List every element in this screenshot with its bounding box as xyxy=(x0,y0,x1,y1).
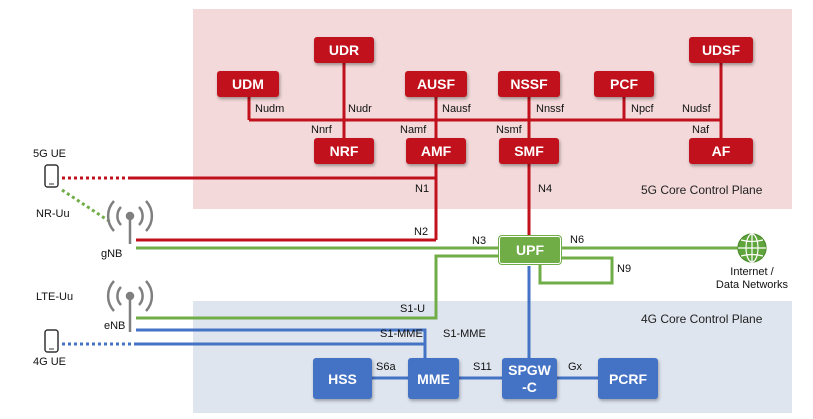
udr-box[interactable]: UDR xyxy=(314,37,374,63)
4g-core-title: 4G Core Control Plane xyxy=(641,312,763,326)
nr-uu-air-link xyxy=(61,188,113,225)
enb-label: eNB xyxy=(104,320,126,332)
internet-label: Internet / Data Networks xyxy=(707,266,797,292)
gx-label: Gx xyxy=(568,361,583,373)
globe-icon xyxy=(737,233,767,263)
internet-label-line2: Data Networks xyxy=(715,279,789,291)
pcrf-box[interactable]: PCRF xyxy=(598,358,658,399)
4g-ue-label: 4G UE xyxy=(33,356,67,368)
4g-core-region xyxy=(193,301,792,413)
nnssf-label: Nnssf xyxy=(536,103,565,115)
5g-ue-label: 5G UE xyxy=(33,148,67,160)
n9-label: N9 xyxy=(617,263,632,275)
upf-box[interactable]: UPF xyxy=(499,236,561,264)
nausf-label: Nausf xyxy=(442,103,471,115)
n6-label: N6 xyxy=(570,234,585,246)
5g-phone-icon xyxy=(44,164,59,188)
n9-loop xyxy=(538,256,614,285)
nudm-label: Nudm xyxy=(255,103,285,115)
nudr-label: Nudr xyxy=(348,103,372,115)
spgw-c-box[interactable]: SPGW -C xyxy=(502,358,557,399)
naf-label: Naf xyxy=(692,124,710,136)
hss-box[interactable]: HSS xyxy=(313,358,372,399)
nssf-box[interactable]: NSSF xyxy=(498,71,560,97)
af-box[interactable]: AF xyxy=(689,138,753,164)
s6a-label: S6a xyxy=(376,361,396,373)
nr-uu-label: NR-Uu xyxy=(36,208,70,220)
n1-label: N1 xyxy=(415,183,430,195)
s1u-label: S1-U xyxy=(400,303,426,315)
internet-label-line1: Internet / xyxy=(730,266,774,278)
pcf-box[interactable]: PCF xyxy=(594,71,654,97)
namf-label: Namf xyxy=(400,124,427,136)
udsf-box[interactable]: UDSF xyxy=(689,37,753,63)
udm-box[interactable]: UDM xyxy=(217,71,279,97)
n3-label: N3 xyxy=(472,235,487,247)
mme-box[interactable]: MME xyxy=(408,358,459,399)
4g-phone-icon xyxy=(44,329,59,353)
npcf-label: Npcf xyxy=(631,103,654,115)
nnrf-label: Nnrf xyxy=(311,124,332,136)
n2-label: N2 xyxy=(414,226,429,238)
nsmf-label: Nsmf xyxy=(496,124,522,136)
spgw-label-line1: SPGW xyxy=(508,361,551,378)
n4-label: N4 xyxy=(538,183,553,195)
lte-uu-label: LTE-Uu xyxy=(36,291,74,303)
gnb-label: gNB xyxy=(101,248,123,260)
smf-box[interactable]: SMF xyxy=(499,138,559,164)
ausf-box[interactable]: AUSF xyxy=(405,71,467,97)
s1mme-link xyxy=(136,328,427,358)
nudsf-label: Nudsf xyxy=(682,103,711,115)
amf-box[interactable]: AMF xyxy=(406,138,466,164)
enb-antenna-icon xyxy=(106,280,154,332)
nrf-box[interactable]: NRF xyxy=(314,138,374,164)
s1mme-left-label: S1-MME xyxy=(380,328,423,340)
gnb-antenna-icon xyxy=(106,200,154,244)
s1mme-right-label: S1-MME xyxy=(443,328,486,340)
s11-label: S11 xyxy=(473,361,492,373)
spgw-label-line2: -C xyxy=(522,378,537,395)
5g-core-title: 5G Core Control Plane xyxy=(641,183,763,197)
s1u-link xyxy=(136,254,499,320)
